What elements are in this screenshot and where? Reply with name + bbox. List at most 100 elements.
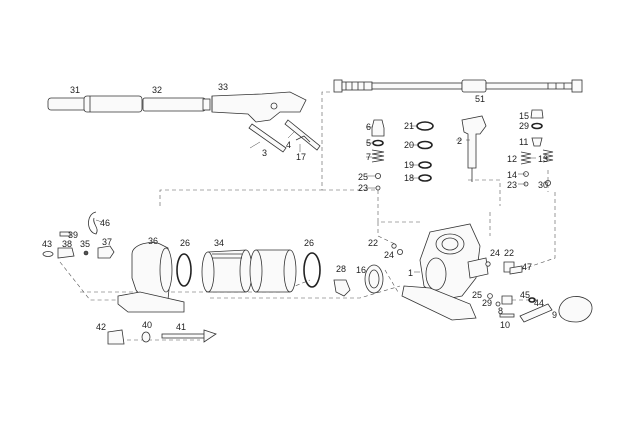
label-21: 21 <box>404 121 414 131</box>
label-17: 17 <box>296 152 306 162</box>
label-51: 51 <box>475 94 485 104</box>
label-15: 15 <box>519 111 529 121</box>
label-28: 28 <box>336 264 346 274</box>
part-39-pin <box>59 231 71 237</box>
seal-stack-middle <box>416 121 434 182</box>
label-30: 30 <box>538 180 548 190</box>
part-24-ball <box>396 248 403 255</box>
label-8: 8 <box>498 306 503 316</box>
part-28-elbow <box>333 279 351 297</box>
label-36: 36 <box>148 236 158 246</box>
part-31-handle-grip <box>47 95 143 113</box>
label-5: 5 <box>366 138 371 148</box>
label-41: 41 <box>176 322 186 332</box>
label-12: 12 <box>507 154 517 164</box>
label-26b: 26 <box>304 238 314 248</box>
label-24b: 24 <box>490 248 500 258</box>
part-44-release-screw <box>519 303 553 323</box>
label-14: 14 <box>507 170 517 180</box>
label-18: 18 <box>404 173 414 183</box>
label-19: 19 <box>404 160 414 170</box>
part-26-seal-ring-right <box>303 252 321 288</box>
part-2-pump-plunger <box>461 115 487 182</box>
release-valve-group <box>42 211 115 259</box>
label-1: 1 <box>408 268 413 278</box>
part-7-spring <box>371 149 385 163</box>
label-20: 20 <box>404 140 414 150</box>
part-36-rear-base <box>117 242 185 313</box>
body-small-parts <box>391 243 523 318</box>
label-25: 25 <box>358 172 368 182</box>
label-40: 40 <box>142 320 152 330</box>
label-43: 43 <box>42 239 52 249</box>
part-47-plug <box>509 265 523 275</box>
part-51-pump-rod <box>333 79 583 93</box>
label-29: 29 <box>519 121 529 131</box>
label-37: 37 <box>102 237 112 247</box>
part-1-pump-body <box>401 223 489 321</box>
part-35-ball <box>83 250 89 256</box>
label-44: 44 <box>534 298 544 308</box>
label-23: 23 <box>358 183 368 193</box>
label-10: 10 <box>500 320 510 330</box>
part-25-ball <box>374 172 381 179</box>
label-38: 38 <box>62 239 72 249</box>
part-24b-ball <box>485 261 491 267</box>
part-42-fitting <box>107 329 125 345</box>
label-42: 42 <box>96 322 106 332</box>
label-45: 45 <box>520 290 530 300</box>
part-6-valve-screw <box>371 119 385 137</box>
part-34-cylinder <box>201 249 297 293</box>
part-33-handle-socket <box>211 91 307 123</box>
part-16-disc <box>364 264 384 294</box>
part-22-ball <box>391 243 397 249</box>
label-13: 13 <box>538 154 548 164</box>
part-46-hook <box>88 211 98 235</box>
part-45-o-ring <box>528 297 536 303</box>
bottom-parts <box>107 329 217 345</box>
part-32-handle-tube <box>142 97 211 112</box>
label-4: 4 <box>286 140 291 150</box>
label-29b: 29 <box>482 298 492 308</box>
part-17-clip <box>295 135 311 143</box>
part-38-screw <box>57 247 75 259</box>
part-5-o-ring <box>372 139 384 147</box>
part-26-seal-ring-left <box>176 253 192 287</box>
label-32: 32 <box>152 85 162 95</box>
label-25b: 25 <box>472 290 482 300</box>
label-9: 9 <box>552 310 557 320</box>
valve-stack-left <box>371 119 385 191</box>
part-25b-ball <box>487 293 493 299</box>
label-31: 31 <box>70 85 80 95</box>
label-26: 26 <box>180 238 190 248</box>
label-22b: 22 <box>504 248 514 258</box>
part-10-rod <box>499 313 515 318</box>
label-34: 34 <box>214 238 224 248</box>
label-6: 6 <box>366 122 371 132</box>
part-8-spring-seat <box>501 295 513 305</box>
label-22: 22 <box>368 238 378 248</box>
part-9-knob <box>558 296 593 323</box>
part-37-plug <box>97 245 115 259</box>
label-7: 7 <box>366 152 371 162</box>
part-43-washer <box>42 251 54 257</box>
label-39: 39 <box>68 230 78 240</box>
label-2: 2 <box>457 136 462 146</box>
label-3: 3 <box>262 148 267 158</box>
part-3-pin <box>248 123 287 153</box>
label-11: 11 <box>519 137 528 147</box>
part-40-washer <box>141 331 151 343</box>
release-screw-group <box>519 296 593 323</box>
part-29b-ring <box>495 301 501 307</box>
label-33: 33 <box>218 82 228 92</box>
label-16: 16 <box>356 265 366 275</box>
leader-lines <box>95 125 549 273</box>
part-labels: 31 32 33 3 4 17 51 6 5 7 25 23 21 20 19 … <box>42 82 557 332</box>
label-24: 24 <box>384 250 394 260</box>
label-35: 35 <box>80 239 90 249</box>
label-23b: 23 <box>507 180 517 190</box>
part-4-pin <box>284 119 321 151</box>
label-47: 47 <box>522 262 532 272</box>
